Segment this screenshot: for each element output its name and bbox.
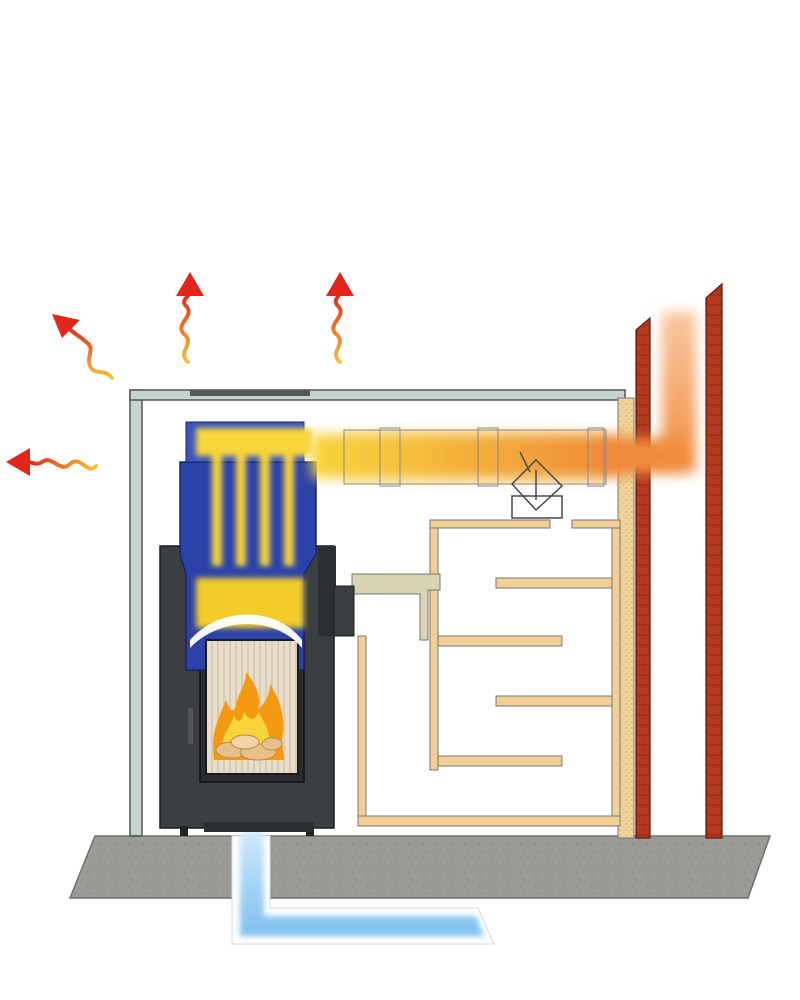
heat-arrow-icon — [6, 448, 98, 476]
enclosure-walls — [129, 389, 626, 837]
heat-arrow-icon — [326, 272, 354, 364]
baffle-plate — [190, 614, 302, 648]
fresh-air-flow-icon — [231, 832, 495, 945]
fire-icon — [213, 672, 284, 761]
heat-arrow-icon — [52, 314, 114, 380]
brick-wall-outer — [705, 282, 723, 839]
hot-air-flow-icon — [196, 428, 312, 628]
brick-wall-inner — [635, 316, 651, 839]
heat-arrow-icon — [176, 272, 204, 364]
flue-gas-flow-icon — [312, 312, 696, 519]
floor-slab — [68, 835, 772, 899]
support-frame — [351, 519, 621, 827]
